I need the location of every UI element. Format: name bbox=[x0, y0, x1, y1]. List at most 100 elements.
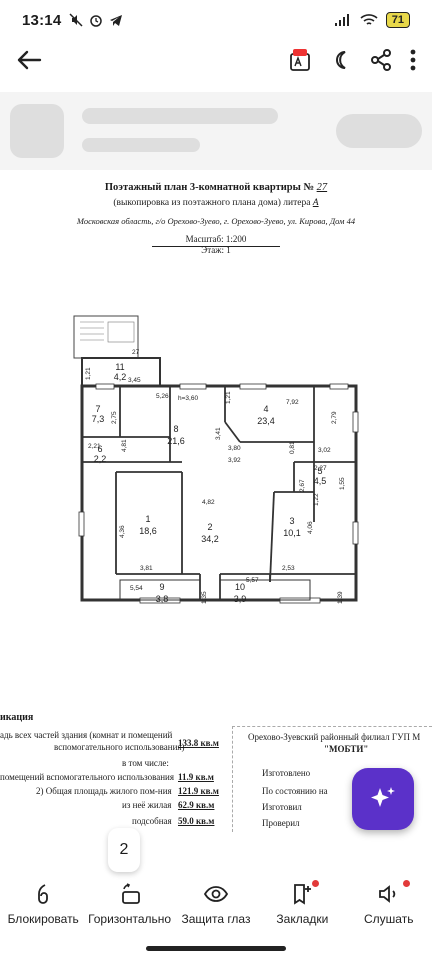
explication-title: икация bbox=[0, 712, 34, 723]
thumbnail-placeholder bbox=[10, 104, 64, 158]
more-vert-icon[interactable] bbox=[410, 49, 416, 71]
rotate-icon bbox=[121, 883, 140, 904]
subtitle-placeholder bbox=[82, 138, 200, 152]
mute-icon bbox=[69, 13, 83, 27]
dim-label: 3,80 bbox=[228, 445, 241, 452]
room-11-area: 4,2 bbox=[114, 372, 127, 382]
room-3-area: 10,1 bbox=[283, 528, 301, 538]
dim-label: 5,54 bbox=[130, 585, 143, 592]
wifi-icon bbox=[360, 14, 378, 25]
night-mode-icon[interactable] bbox=[330, 49, 352, 71]
maker-label: Изготовил bbox=[262, 802, 302, 812]
plan-subtitle: (выкопировка из поэтажного плана дома) л… bbox=[113, 198, 319, 208]
ex-total-label2: вспомогательного использования) bbox=[54, 742, 185, 752]
bookmarks-button[interactable]: Закладки bbox=[259, 880, 345, 926]
listen-button[interactable]: Слушать bbox=[346, 880, 432, 926]
ex-auxiliary-value: 59.0 кв.м bbox=[178, 816, 215, 826]
room-8-area: 21,6 bbox=[167, 436, 185, 446]
ex-residential-value: 62.9 кв.м bbox=[178, 800, 215, 810]
ex-including: в том числе: bbox=[122, 758, 169, 768]
scale: Масштаб: 1:200 bbox=[185, 234, 247, 244]
action-placeholder bbox=[336, 114, 422, 148]
dim-label: 1,21 bbox=[85, 367, 92, 380]
share-icon[interactable] bbox=[370, 49, 392, 71]
dim-label: 2,75 bbox=[111, 411, 118, 424]
room-1-area: 18,6 bbox=[139, 526, 157, 536]
translate-beta-icon[interactable] bbox=[288, 48, 312, 72]
horizontal-label: Горизонтально bbox=[88, 912, 172, 926]
dim-label: 2,53 bbox=[282, 565, 295, 572]
dim-label: 5,57 bbox=[246, 577, 259, 584]
room-9-number: 9 bbox=[159, 582, 164, 592]
ex-aux-value: 11.9 кв.м bbox=[178, 772, 214, 782]
room-4-area: 23,4 bbox=[257, 416, 275, 426]
status-time: 13:14 bbox=[22, 11, 62, 29]
lock-label: Блокировать bbox=[7, 912, 79, 926]
ceiling-height: h=3,60 bbox=[178, 395, 198, 402]
telegram-icon bbox=[110, 15, 123, 26]
dim-label: 3,02 bbox=[318, 447, 331, 454]
eye-protection-button[interactable]: Защита глаз bbox=[173, 882, 259, 926]
room-1-number: 1 bbox=[145, 514, 150, 524]
room-11-number: 11 bbox=[115, 362, 124, 372]
dim-label: 2,67 bbox=[299, 479, 306, 492]
ex-auxiliary-label: подсобная bbox=[132, 816, 172, 826]
bookmark-add-icon bbox=[294, 884, 312, 905]
room-10-number: 10 bbox=[235, 582, 245, 592]
dim-label: 4,36 bbox=[119, 525, 126, 538]
alarm-icon bbox=[90, 15, 103, 27]
organization-name: "МОБТИ" bbox=[324, 744, 369, 754]
lock-rotation-icon bbox=[38, 884, 49, 904]
dim-label: 1,55 bbox=[339, 477, 346, 490]
room-2-area: 34,2 bbox=[201, 534, 219, 544]
dim-label: 7,92 bbox=[286, 399, 299, 406]
dim-label: 2,79 bbox=[331, 411, 338, 424]
title-placeholder bbox=[82, 108, 278, 124]
room-7-number: 7 bbox=[95, 404, 100, 414]
top-bar bbox=[0, 40, 432, 80]
ex-residential-label: из неё жилая bbox=[122, 800, 172, 810]
dim-label: 4,81 bbox=[121, 439, 128, 452]
back-arrow-icon[interactable] bbox=[16, 49, 42, 71]
dim-label: 3,45 bbox=[128, 377, 141, 384]
eye-icon bbox=[203, 886, 229, 902]
organization: Орехово-Зуевский районный филиал ГУП М bbox=[248, 732, 421, 742]
speaker-icon bbox=[378, 885, 395, 903]
eye-protection-label: Защита глаз bbox=[181, 912, 251, 926]
room-2-number: 2 bbox=[207, 522, 212, 532]
dim-label: 1,21 bbox=[225, 391, 232, 404]
status-bar: 13:14 71 bbox=[0, 0, 432, 40]
dim-label: 5,26 bbox=[156, 393, 169, 400]
room-8-number: 8 bbox=[173, 424, 178, 434]
document-page: Поэтажный план 3-комнатной квартиры № 27… bbox=[0, 172, 432, 872]
room-6-area: 2,2 bbox=[94, 454, 107, 464]
sparkle-icon bbox=[371, 787, 395, 807]
ex-total-label: адь всех частей здания (комнат и помещен… bbox=[0, 730, 173, 740]
reader-header bbox=[0, 92, 432, 170]
ex-living-value: 121.9 кв.м bbox=[178, 786, 219, 796]
page-indicator: 2 bbox=[108, 828, 140, 872]
bottom-toolbar: Блокировать Горизонтально Защита глаз За… bbox=[0, 868, 432, 938]
room-4-number: 4 bbox=[263, 404, 268, 414]
notification-dot bbox=[402, 880, 410, 887]
floor-plan: 11 4,2 7 7,3 8 21,6 4 23,4 6 2,2 5 4,5 1… bbox=[60, 312, 360, 612]
dim-label: 4,82 bbox=[202, 499, 215, 506]
checked-label: Проверил bbox=[262, 818, 300, 828]
dim-label: 3,41 bbox=[215, 427, 222, 440]
dim-label: 3,81 bbox=[140, 565, 153, 572]
listen-label: Слушать bbox=[364, 912, 414, 926]
dim-label: 1,39 bbox=[337, 591, 344, 604]
dim-label: 27 bbox=[132, 349, 140, 356]
made-label: Изготовлено bbox=[262, 768, 311, 778]
dim-label: 0,81 bbox=[289, 441, 296, 454]
lock-button[interactable]: Блокировать bbox=[0, 882, 86, 926]
room-9-area: 3,8 bbox=[156, 594, 169, 604]
horizontal-button[interactable]: Горизонтально bbox=[87, 882, 173, 926]
dim-label: 1,22 bbox=[313, 493, 320, 506]
gesture-nav-handle[interactable] bbox=[146, 946, 286, 951]
floor-plan-drawing: 11 4,2 7 7,3 8 21,6 4 23,4 6 2,2 5 4,5 1… bbox=[73, 315, 359, 604]
room-5-number: 5 bbox=[317, 466, 322, 476]
floor: Этаж: 1 bbox=[201, 245, 231, 255]
ai-assistant-button[interactable] bbox=[352, 768, 414, 830]
dim-label: 1,35 bbox=[201, 591, 208, 604]
